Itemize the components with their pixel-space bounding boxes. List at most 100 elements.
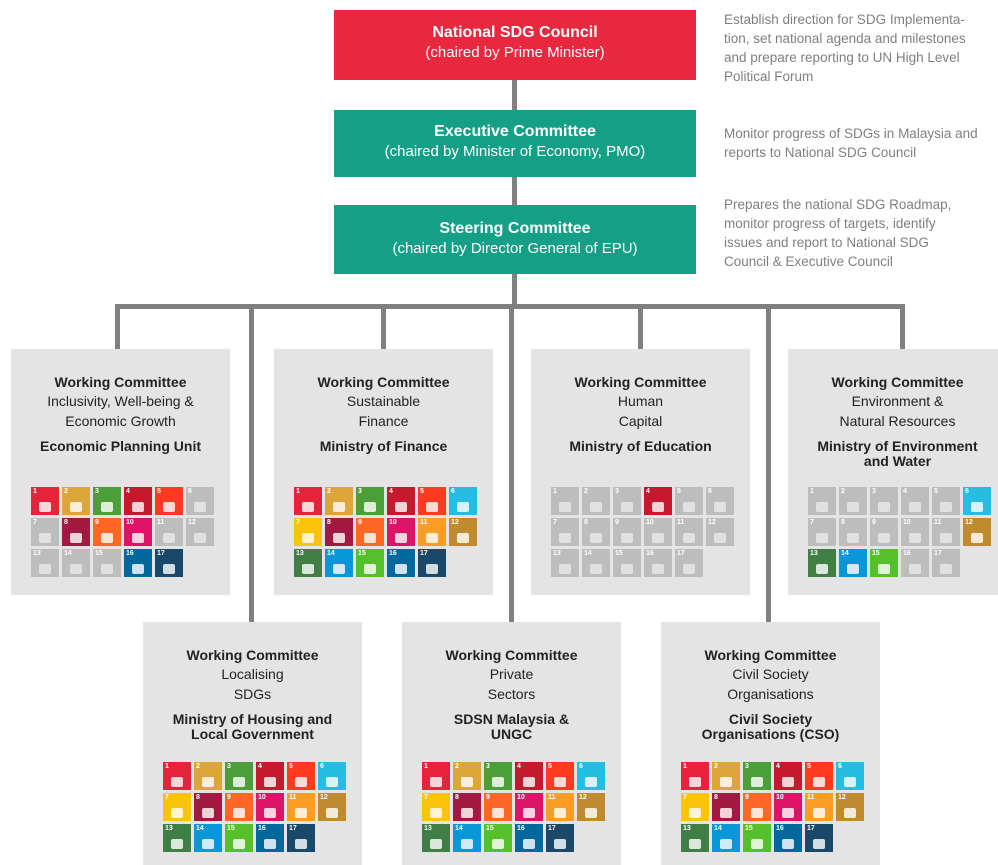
- connector-drop-3: [381, 304, 386, 349]
- national-sdg-council-box: National SDG Council (chaired by Prime M…: [334, 10, 696, 80]
- sdg-5-icon: 5: [287, 762, 315, 790]
- sdg-7-icon: 7: [294, 518, 322, 546]
- sdg-6-icon: 6: [706, 487, 734, 515]
- sdg-10-icon: 10: [901, 518, 929, 546]
- sdg-12-icon: 12: [318, 793, 346, 821]
- executive-subtitle: (chaired by Minister of Economy, PMO): [384, 143, 646, 160]
- sdg-15-icon: 15: [356, 549, 384, 577]
- sdg-9-icon: 9: [743, 793, 771, 821]
- sdg-15-icon: 15: [613, 549, 641, 577]
- sdg-11-icon: 11: [675, 518, 703, 546]
- sdg-8-icon: 8: [325, 518, 353, 546]
- sdg-10-icon: 10: [124, 518, 152, 546]
- sdg-11-icon: 11: [546, 793, 574, 821]
- sdg-17-icon: 17: [675, 549, 703, 577]
- sdg-7-icon: 7: [422, 793, 450, 821]
- sdg-16-icon: 16: [774, 824, 802, 852]
- sdg-9-icon: 9: [356, 518, 384, 546]
- working-committee-panel: Working Committee Inclusivity, Well-bein…: [11, 349, 230, 595]
- sdg-12-icon: 12: [186, 518, 214, 546]
- executive-title: Executive Committee: [434, 123, 596, 140]
- sdg-17-icon: 17: [418, 549, 446, 577]
- sdg-13-icon: 13: [681, 824, 709, 852]
- sdg-13-icon: 13: [422, 824, 450, 852]
- sdg-7-icon: 7: [808, 518, 836, 546]
- sdg-5-icon: 5: [932, 487, 960, 515]
- sdg-5-icon: 5: [546, 762, 574, 790]
- sdg-1-icon: 1: [681, 762, 709, 790]
- sdg-8-icon: 8: [194, 793, 222, 821]
- sdg-9-icon: 9: [484, 793, 512, 821]
- sdg-6-icon: 6: [318, 762, 346, 790]
- connector-drop-1: [115, 304, 120, 349]
- sdg-3-icon: 3: [225, 762, 253, 790]
- sdg-14-icon: 14: [194, 824, 222, 852]
- connector-drop-5: [638, 304, 643, 349]
- sdg-10-icon: 10: [256, 793, 284, 821]
- council-subtitle: (chaired by Prime Minister): [425, 44, 605, 61]
- sdg-1-icon: 1: [294, 487, 322, 515]
- sdg-12-icon: 12: [963, 518, 991, 546]
- sdg-14-icon: 14: [62, 549, 90, 577]
- executive-note: Monitor progress of SDGs in Malaysia and…: [724, 126, 978, 160]
- sdg-10-icon: 10: [644, 518, 672, 546]
- executive-committee-box: Executive Committee (chaired by Minister…: [334, 110, 696, 177]
- sdg-14-icon: 14: [582, 549, 610, 577]
- working-committee-panel: Working Committee Localising SDGs Minist…: [143, 622, 362, 865]
- sdg-15-icon: 15: [225, 824, 253, 852]
- sdg-6-icon: 6: [577, 762, 605, 790]
- sdg-12-icon: 12: [449, 518, 477, 546]
- sdg-8-icon: 8: [62, 518, 90, 546]
- sdg-15-icon: 15: [484, 824, 512, 852]
- sdg-6-icon: 6: [449, 487, 477, 515]
- working-committee-panel: Working Committee Human Capital Ministry…: [531, 349, 750, 595]
- connector-steering-bus: [512, 274, 517, 306]
- sdg-6-icon: 6: [836, 762, 864, 790]
- sdg-10-icon: 10: [515, 793, 543, 821]
- sdg-3-icon: 3: [484, 762, 512, 790]
- sdg-16-icon: 16: [515, 824, 543, 852]
- sdg-9-icon: 9: [93, 518, 121, 546]
- sdg-4-icon: 4: [515, 762, 543, 790]
- sdg-2-icon: 2: [453, 762, 481, 790]
- sdg-3-icon: 3: [93, 487, 121, 515]
- sdg-5-icon: 5: [675, 487, 703, 515]
- sdg-14-icon: 14: [325, 549, 353, 577]
- sdg-11-icon: 11: [932, 518, 960, 546]
- sdg-15-icon: 15: [743, 824, 771, 852]
- sdg-10-icon: 10: [774, 793, 802, 821]
- sdg-2-icon: 2: [582, 487, 610, 515]
- sdg-11-icon: 11: [805, 793, 833, 821]
- steering-subtitle: (chaired by Director General of EPU): [392, 240, 638, 257]
- sdg-4-icon: 4: [256, 762, 284, 790]
- sdg-17-icon: 17: [155, 549, 183, 577]
- sdg-5-icon: 5: [418, 487, 446, 515]
- sdg-12-icon: 12: [577, 793, 605, 821]
- sdg-12-icon: 12: [706, 518, 734, 546]
- sdg-1-icon: 1: [163, 762, 191, 790]
- sdg-16-icon: 16: [644, 549, 672, 577]
- sdg-13-icon: 13: [31, 549, 59, 577]
- sdg-11-icon: 11: [155, 518, 183, 546]
- sdg-4-icon: 4: [124, 487, 152, 515]
- sdg-8-icon: 8: [582, 518, 610, 546]
- sdg-4-icon: 4: [387, 487, 415, 515]
- council-note: Establish direction for SDG Implementa- …: [724, 12, 966, 84]
- sdg-11-icon: 11: [287, 793, 315, 821]
- sdg-6-icon: 6: [963, 487, 991, 515]
- sdg-16-icon: 16: [901, 549, 929, 577]
- sdg-4-icon: 4: [644, 487, 672, 515]
- sdg-17-icon: 17: [287, 824, 315, 852]
- sdg-9-icon: 9: [613, 518, 641, 546]
- sdg-9-icon: 9: [870, 518, 898, 546]
- sdg-13-icon: 13: [294, 549, 322, 577]
- sdg-14-icon: 14: [839, 549, 867, 577]
- sdg-15-icon: 15: [93, 549, 121, 577]
- sdg-16-icon: 16: [387, 549, 415, 577]
- sdg-3-icon: 3: [613, 487, 641, 515]
